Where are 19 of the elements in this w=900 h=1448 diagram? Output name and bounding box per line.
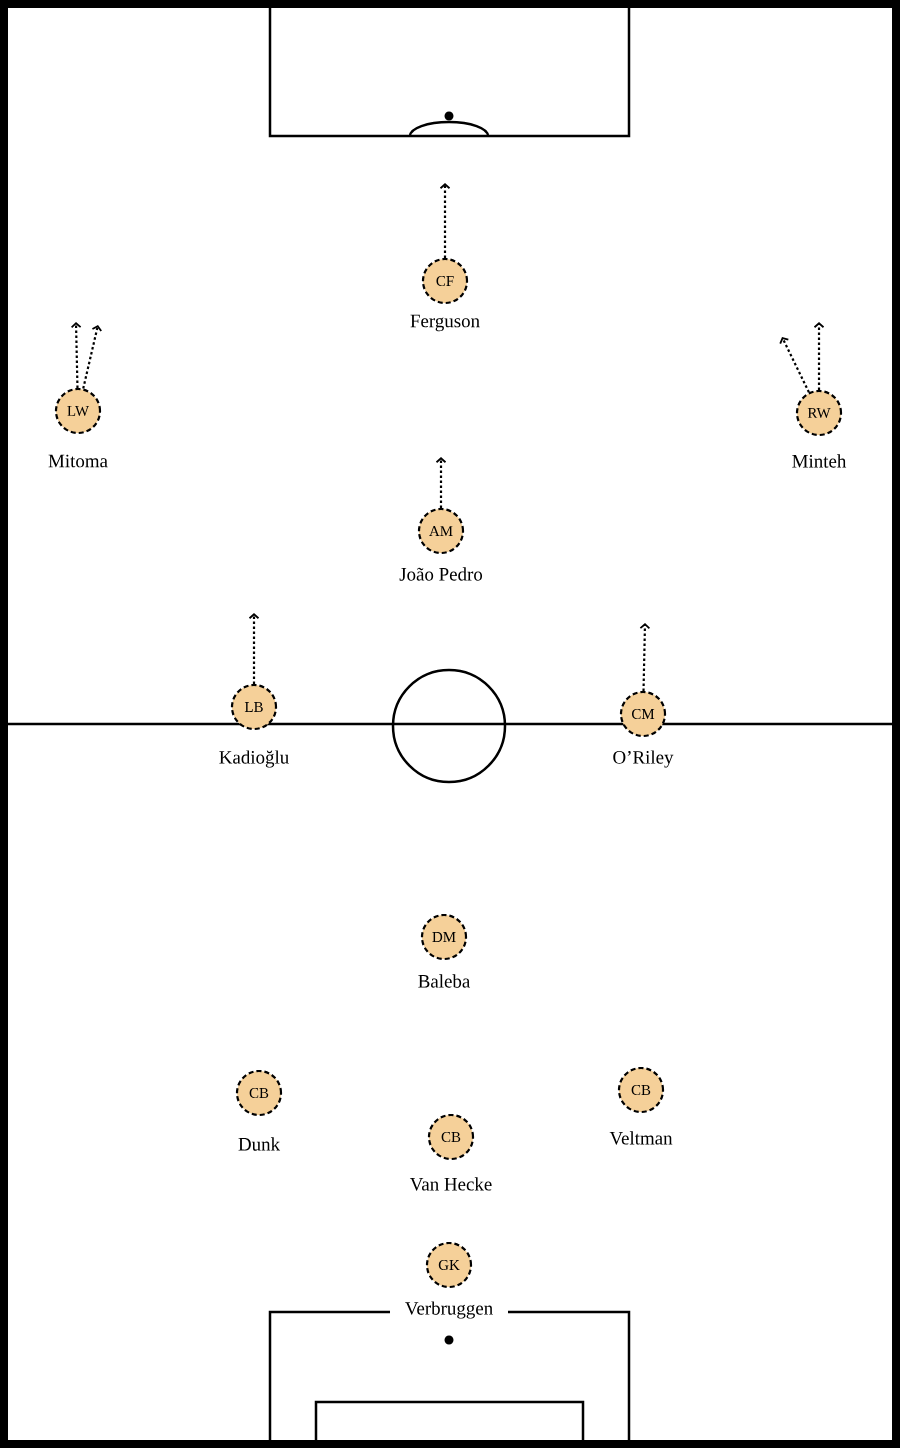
player-name: Kadioğlu xyxy=(219,750,289,768)
run-arrow xyxy=(70,322,82,388)
player-name: O’Riley xyxy=(613,750,674,768)
player-name: Minteh xyxy=(792,454,847,468)
player-name: Van Hecke xyxy=(409,1177,492,1191)
player-name: Mitoma xyxy=(48,454,108,468)
player-name: Ferguson xyxy=(410,314,480,332)
player-name: Dunk xyxy=(238,1137,281,1151)
run-arrow xyxy=(82,325,103,389)
run-arrow xyxy=(248,613,260,684)
run-arrow xyxy=(439,183,451,258)
player-name: Verbruggen xyxy=(405,1301,493,1319)
run-arrow xyxy=(813,322,825,390)
run-arrow xyxy=(435,457,447,508)
player-name: Veltman xyxy=(609,1131,673,1145)
player-name: João Pedro xyxy=(399,567,483,581)
run-arrow xyxy=(639,623,651,691)
player-name: Baleba xyxy=(418,974,471,988)
run-arrow xyxy=(779,337,810,393)
